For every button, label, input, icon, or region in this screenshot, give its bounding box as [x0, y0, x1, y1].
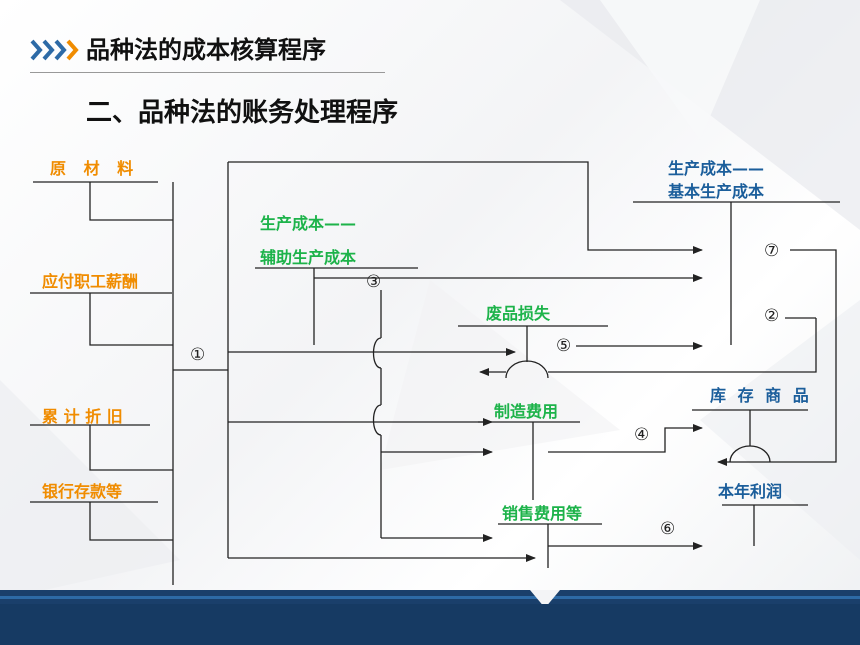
title-divider [30, 72, 385, 73]
selling-expenses-label: 销售费用等 [502, 504, 583, 523]
step-1: ① [190, 345, 206, 365]
bank-deposit-label: 银行存款等 [42, 482, 123, 501]
scrap-loss-hop [505, 360, 549, 379]
basic-cost-label-line2: 基本生产成本 [668, 182, 765, 201]
footer-band [0, 590, 860, 645]
depreciation-label: 累 计 折 旧 [42, 407, 123, 426]
chevron-right-icon [30, 39, 79, 61]
step-3: ③ [366, 272, 382, 292]
basic-cost-label-line1: 生产成本—— [668, 159, 765, 178]
page-title: 品种法的成本核算程序 [86, 36, 326, 64]
aux-cost-label-line1: 生产成本—— [260, 214, 357, 233]
step-5: ⑤ [556, 336, 572, 356]
scrap-loss-label: 废品损失 [486, 304, 551, 323]
step-6: ⑥ [660, 519, 676, 539]
step-7: ⑦ [764, 241, 780, 261]
raw-material-label: 原 材 料 [50, 159, 140, 178]
aux-cost-label-line2: 辅助生产成本 [260, 248, 357, 267]
section-title: 二、品种法的账务处理程序 [86, 98, 399, 128]
step-4: ④ [634, 425, 650, 445]
overhead-label: 制造费用 [494, 402, 559, 421]
payroll-label: 应付职工薪酬 [42, 272, 139, 291]
inventory-label: 库 存 商 品 [710, 386, 812, 405]
step-2: ② [764, 306, 780, 326]
profit-label: 本年利润 [718, 482, 783, 501]
